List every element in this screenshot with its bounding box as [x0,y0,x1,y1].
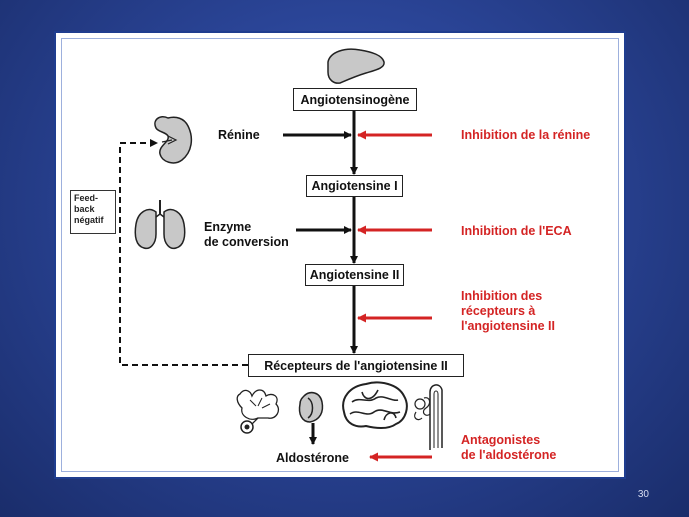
adrenal-cortex-icon [298,391,324,423]
adrenal-gland-icon [236,389,280,425]
receptor-inhibition-label-line1: Inhibition des [461,289,543,303]
receptors-box: Récepteurs de l'angiotensine II [248,354,464,377]
blood-vessel-icon [240,420,254,434]
brain-icon [342,381,408,429]
nephron-icon [414,384,443,450]
renin-inhibition-label: Inhibition de la rénine [461,128,591,142]
aldosterone-label: Aldostérone [276,451,349,465]
kidney-icon [154,116,193,164]
enzyme-label-line2: de conversion [204,235,289,249]
angiotensinogen-box: Angiotensinogène [293,88,417,111]
slide-number: 30 [637,489,649,500]
feedback-line: Feed- [74,193,99,203]
enzyme-label-line1: Enzyme [204,220,252,234]
negative-feedback-box: Feed- back négatif [70,190,116,234]
ace-inhibition-label: Inhibition de l'ECA [461,224,572,238]
feedback-line: back [74,204,95,214]
lungs-icon [134,200,186,250]
angiotensin-1-box: Angiotensine I [306,175,403,197]
aldosterone-antagonist-label-line2: de l'aldostérone [461,448,557,462]
angiotensin-2-box: Angiotensine II [305,264,404,286]
liver-icon [327,48,385,84]
negative-feedback-loop [119,139,248,366]
feedback-line: négatif [74,215,104,225]
receptor-inhibition-label-line3: l'angiotensine II [461,319,555,333]
receptor-inhibition-label-line2: récepteurs à [461,304,536,318]
aldosterone-antagonist-label-line1: Antagonistes [461,433,541,447]
renin-label: Rénine [218,128,260,142]
